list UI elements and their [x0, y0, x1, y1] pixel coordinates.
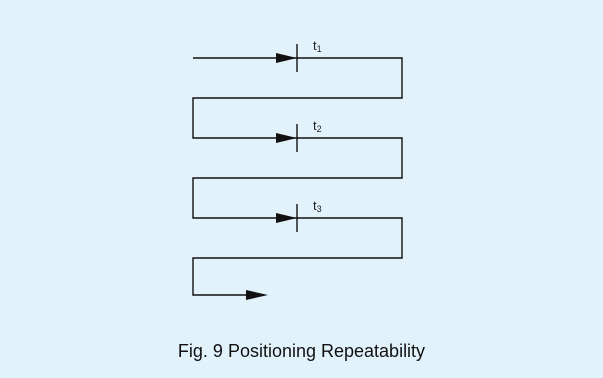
marker-label-1: t1 — [313, 38, 322, 54]
arrow-head-2 — [276, 133, 297, 143]
arrow-head-1 — [276, 53, 297, 63]
figure-caption: Fig. 9 Positioning Repeatability — [177, 341, 426, 361]
marker-label-3: t3 — [313, 198, 322, 214]
arrow-head-3 — [276, 213, 297, 223]
repeatability-diagram: t1 t2 t3 — [192, 38, 403, 300]
arrow-head-end — [246, 290, 268, 300]
marker-label-2: t2 — [313, 118, 322, 134]
serpentine-path — [192, 57, 403, 296]
